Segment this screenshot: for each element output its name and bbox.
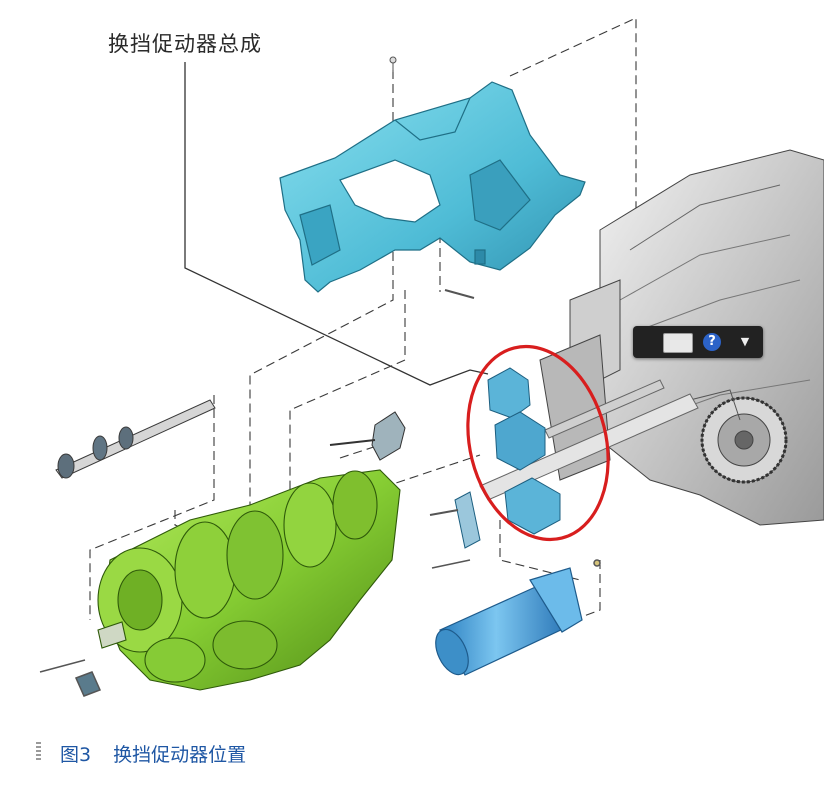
gearbox-housing (539, 149, 824, 526)
cylinder-screw (431, 559, 601, 569)
callout-leader-line (184, 62, 489, 386)
top-bolt (389, 56, 397, 72)
help-icon[interactable]: ? (703, 333, 721, 351)
highlight-ring (466, 344, 610, 542)
bottom-left-bolts (39, 659, 102, 697)
gear-cluster (97, 469, 401, 691)
shift-actuators (429, 367, 561, 549)
keyboard-icon[interactable] (663, 333, 693, 353)
margin-marker (36, 742, 41, 762)
actuator-cover (279, 81, 586, 293)
cover-screw (444, 289, 475, 299)
shift-fork (329, 411, 406, 461)
chevron-down-icon[interactable]: ▼ (740, 335, 750, 348)
selector-rod (55, 399, 216, 479)
viewer-toolbar: ? ▼ (633, 326, 763, 358)
actuator-assembly-callout: 换挡促动器总成 (108, 32, 262, 56)
figure-number: 图3 (60, 744, 92, 766)
figure-caption: 图3 换挡促动器位置 (60, 740, 246, 767)
figure-title: 换挡促动器位置 (113, 744, 247, 766)
actuator-cylinder (435, 567, 583, 676)
